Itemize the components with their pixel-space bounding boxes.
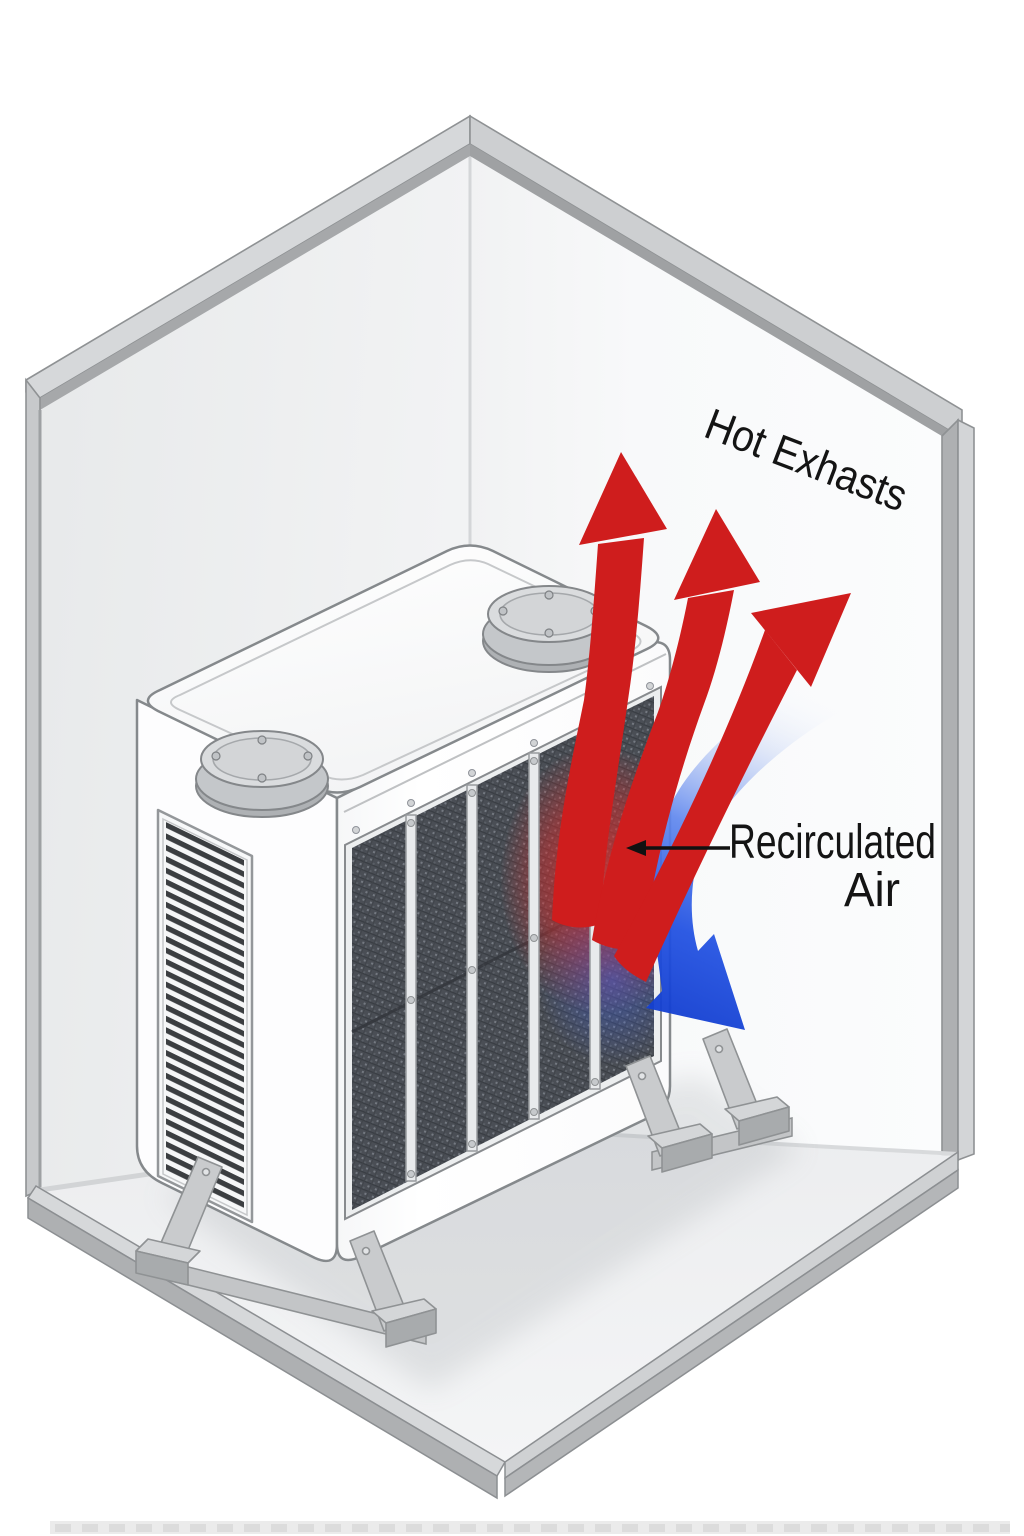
louver-vent [156, 808, 254, 1224]
mounting-foot [135, 1156, 223, 1286]
hot-exhaust-arrow-3 [614, 593, 851, 982]
unit-shadow [160, 1075, 800, 1390]
floor-edge-front-right [504, 1150, 959, 1498]
wall-frame-left [25, 114, 471, 1198]
mounting-foot [702, 1028, 790, 1146]
fan-cap-front [195, 730, 329, 818]
leader-line [626, 840, 730, 856]
mounting-foot [349, 1230, 437, 1348]
recirculated-air-label-line1: Recirculated [729, 816, 936, 869]
hot-exhaust-arrow-2 [592, 509, 760, 950]
bottom-artifact-strip [50, 1521, 1010, 1534]
hot-exhaust-arrow-1 [552, 452, 667, 928]
recirculated-air-arrow [646, 676, 840, 1030]
leader-arrowhead-icon [626, 840, 646, 856]
mounting-foot [625, 1055, 713, 1173]
hot-exhaust-arrows [552, 452, 851, 982]
recirculated-air-label-line2: Air [844, 864, 900, 917]
wall-frame-right [469, 114, 975, 1162]
